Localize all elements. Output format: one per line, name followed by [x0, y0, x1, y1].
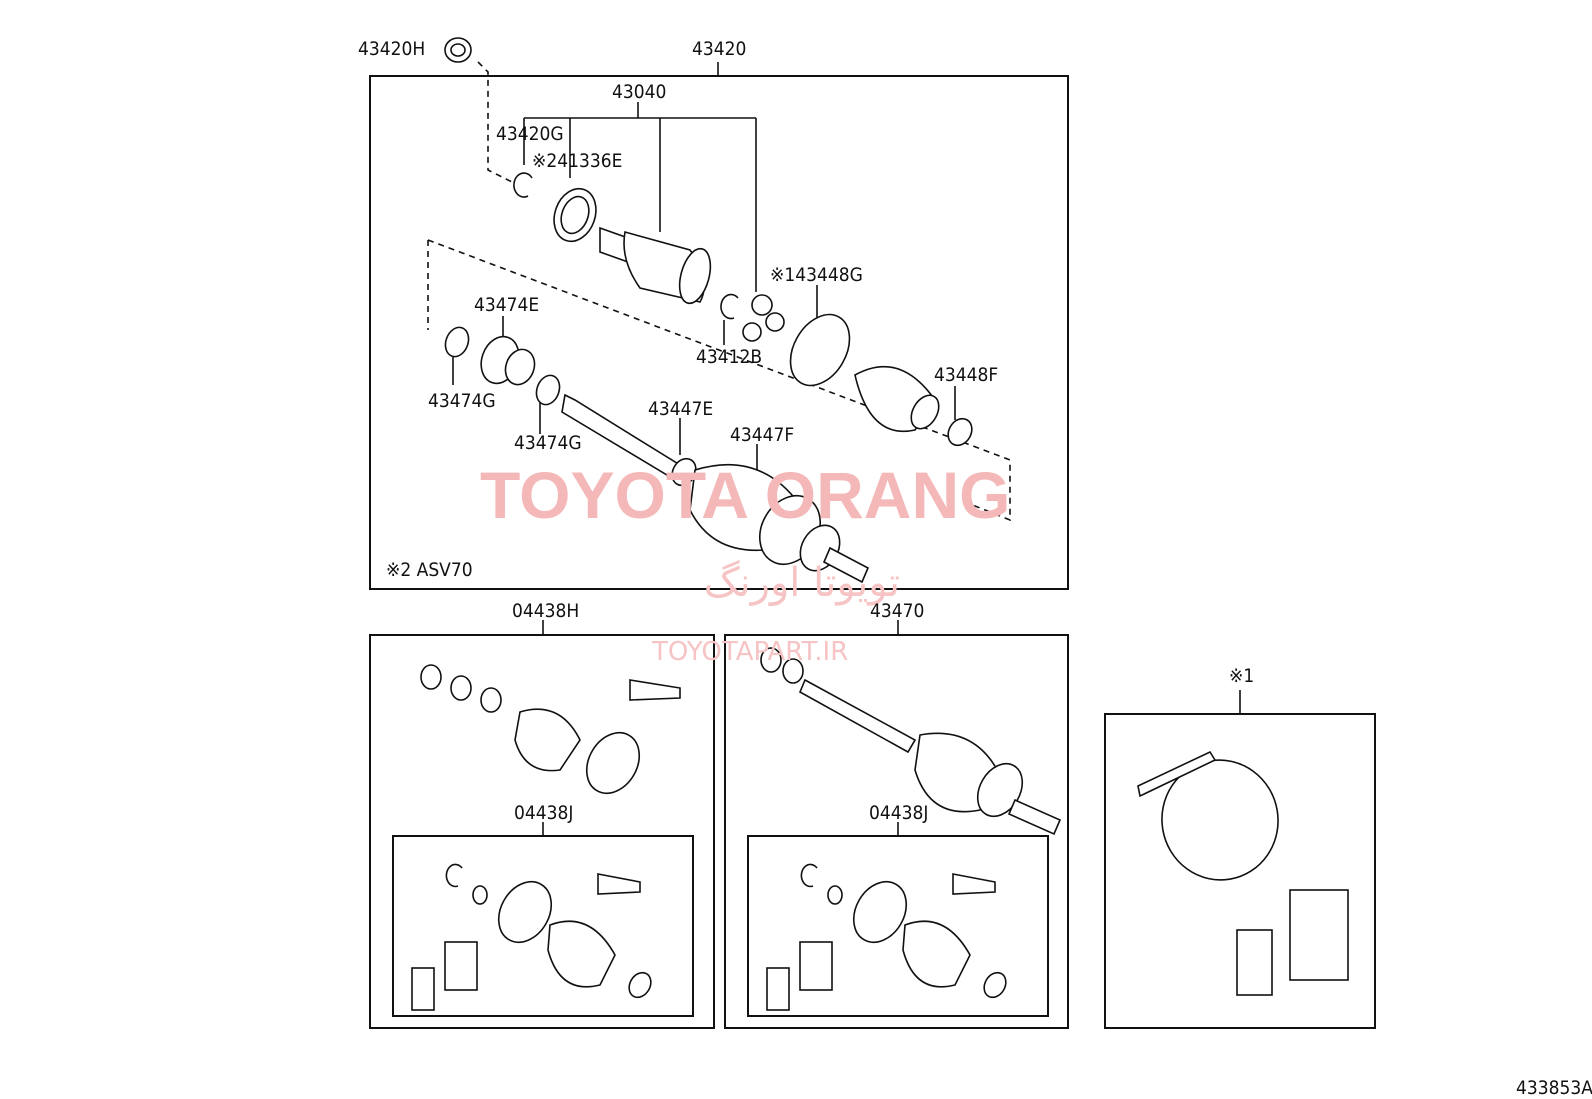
label-43474G-b: 43474G	[514, 432, 582, 454]
tripod-joint	[742, 294, 785, 342]
watermark-main: TOYOTA ORANG	[480, 458, 1010, 532]
drive-shaft-assembly	[561, 393, 870, 584]
label-43448F: 43448F	[934, 364, 998, 386]
watermark-site: TOYOTAPART.IR	[651, 637, 848, 667]
boot-inner	[854, 365, 940, 432]
note-asv70: ※2 ASV70	[386, 559, 473, 581]
clamp-43474G-a	[444, 326, 470, 358]
label-43448G: ※143448G	[770, 264, 863, 286]
band-clamp-note1	[1137, 750, 1349, 996]
frame-04438H	[369, 634, 715, 1029]
label-04438J-right: 04438J	[869, 802, 928, 824]
label-43420H: 43420H	[358, 38, 425, 60]
kit-04438J-right-parts	[766, 863, 1007, 1011]
watermark-farsi: تویوتا اورنگ	[704, 560, 900, 606]
label-43412B: 43412B	[696, 346, 762, 368]
label-04438J-left: 04438J	[514, 802, 573, 824]
seal-41336E	[553, 187, 597, 243]
note1-label: ※1	[1229, 665, 1254, 687]
figure-id: 433853A	[1516, 1077, 1592, 1099]
frame-43420	[369, 75, 1069, 590]
clamp-43448F	[947, 417, 973, 447]
label-43447E: 43447E	[648, 398, 713, 420]
kit-43470-parts	[760, 647, 1062, 836]
label-41336E: ※241336E	[532, 150, 622, 172]
label-43040: 43040	[612, 81, 666, 103]
label-04438H: 04438H	[512, 600, 579, 622]
damper-43474E	[480, 335, 536, 386]
snap-ring-43420G	[513, 172, 533, 198]
frame-43470	[724, 634, 1069, 1029]
label-43474G-a: 43474G	[428, 390, 496, 412]
snap-ring-43412B	[720, 293, 739, 320]
kit-04438H-parts	[420, 664, 681, 794]
nut-43420H	[444, 37, 472, 63]
label-43420: 43420	[692, 38, 746, 60]
joint-housing-43040	[599, 226, 712, 305]
label-43474E: 43474E	[474, 294, 539, 316]
clamp-43474G-b	[535, 374, 561, 406]
label-43420G: 43420G	[496, 123, 564, 145]
clamp-43448G	[789, 313, 851, 387]
kit-04438J-left-parts	[411, 863, 652, 1011]
label-43470: 43470	[870, 600, 924, 622]
label-43447F: 43447F	[730, 424, 794, 446]
